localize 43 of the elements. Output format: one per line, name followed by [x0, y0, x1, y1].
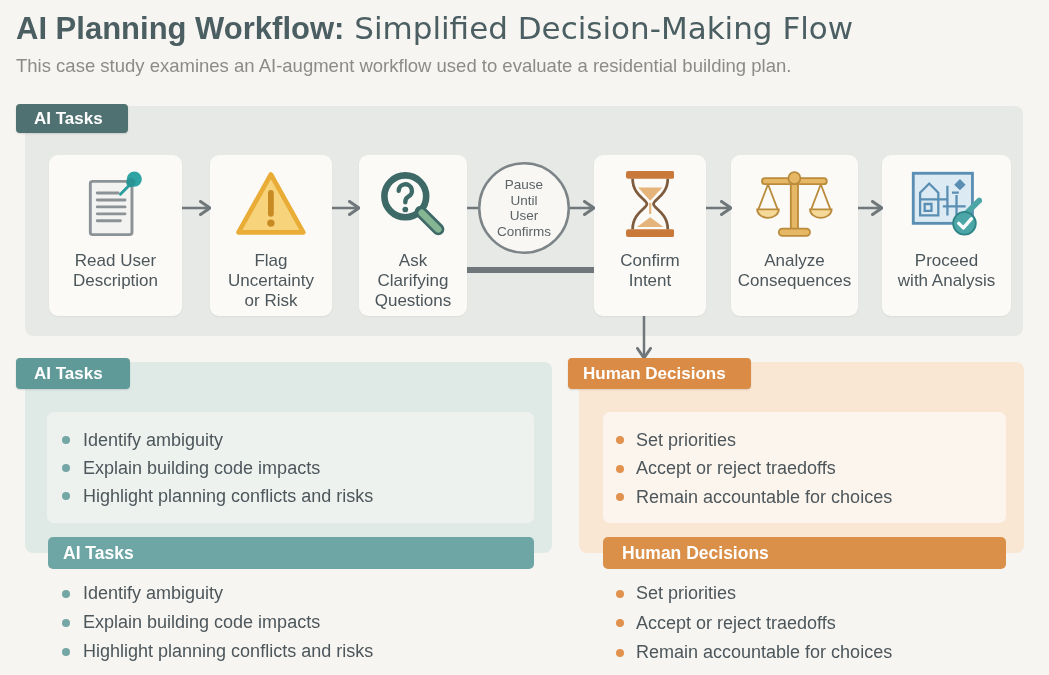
- step-label: Ask Clarifying Questions: [374, 251, 452, 311]
- step-card: [210, 155, 332, 316]
- step-card: [594, 155, 706, 316]
- list-panel: [47, 412, 534, 523]
- list-item-text: Remain accountable for choices: [636, 486, 893, 508]
- section-header-bar: Human Decisions: [603, 537, 1006, 569]
- title: AI Planning Workflow: Simplified Decision-Making Flow: [16, 9, 854, 48]
- step-card: [49, 155, 182, 316]
- arrow: [182, 200, 212, 216]
- step-label: Analyze Consequences: [737, 251, 852, 291]
- connector-line: [467, 206, 478, 210]
- list-item-text: Accept or reject traedoffs: [636, 458, 836, 480]
- step-label: Confirm Intent: [620, 251, 680, 291]
- section-header-bar: AI Tasks: [48, 537, 534, 569]
- arrow: [636, 316, 652, 360]
- list-item-text: Identify ambiguity: [83, 429, 224, 451]
- list-item-text: Identify ambiguity: [83, 583, 224, 604]
- list-item-text: Accept or reject traedoffs: [636, 612, 836, 634]
- list-item-text: Explain building code impacts: [83, 612, 321, 633]
- step-label: Flag Uncertainty or Risk: [228, 251, 314, 311]
- step-label: Pause Until User Confirms: [497, 177, 551, 239]
- list-item-text: Highlight planning conflicts and risks: [83, 641, 374, 662]
- connector-line: [467, 267, 594, 273]
- list-item-text: Explain building code impacts: [83, 457, 321, 479]
- step-circle: [478, 162, 570, 254]
- arrow: [858, 200, 884, 216]
- list-item-text: Set priorities: [636, 429, 737, 451]
- list-item-text: Remain accountable for choices: [636, 642, 893, 664]
- arrow: [706, 200, 733, 216]
- section-tab: AI Tasks: [16, 358, 130, 389]
- subtitle: This case study examines an AI-augment workflow used to evaluate a residential building plan.: [16, 55, 792, 77]
- step-label: Read User Description: [72, 251, 158, 291]
- arrow: [570, 200, 596, 216]
- step-card: [731, 155, 858, 316]
- section-tab: Human Decisions: [568, 358, 751, 389]
- section-tab: AI Tasks: [16, 104, 128, 133]
- step-label: Proceed with Analysis: [897, 251, 996, 291]
- list-panel: [603, 412, 1006, 523]
- arrow: [332, 200, 361, 216]
- step-card: [882, 155, 1011, 316]
- list-item-text: Set priorities: [636, 583, 737, 605]
- step-card: [359, 155, 467, 316]
- list-item-text: Highlight planning conflicts and risks: [83, 485, 374, 507]
